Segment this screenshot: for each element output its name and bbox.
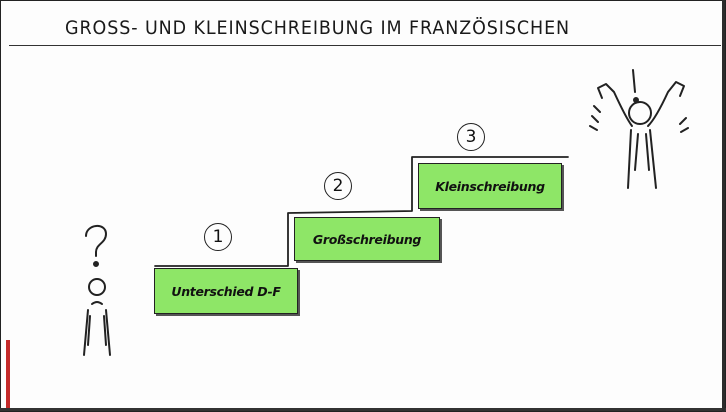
step-box-2: Großschreibung [294,217,440,261]
step-box-3: Kleinschreibung [418,163,562,209]
step-number-1: 1 [204,223,232,251]
title-bar: GROSS- UND KLEINSCHREIBUNG IM FRANZÖSISC… [9,5,721,46]
bottom-edge [0,408,726,411]
step-number-2: 2 [324,172,352,200]
staircase-outline [154,156,569,267]
step-box-1: Unterschied D-F [154,268,298,314]
step-label-3: Kleinschreibung [435,178,545,194]
step-label-2: Großschreibung [312,231,422,247]
person-question-icon [83,225,111,356]
left-accent-strip [6,340,10,410]
person-cheering-icon [589,69,689,189]
page-title: GROSS- UND KLEINSCHREIBUNG IM FRANZÖSISC… [65,17,571,39]
right-edge [722,0,725,412]
step-label-1: Unterschied D-F [171,283,281,299]
step-number-3: 3 [457,123,485,151]
